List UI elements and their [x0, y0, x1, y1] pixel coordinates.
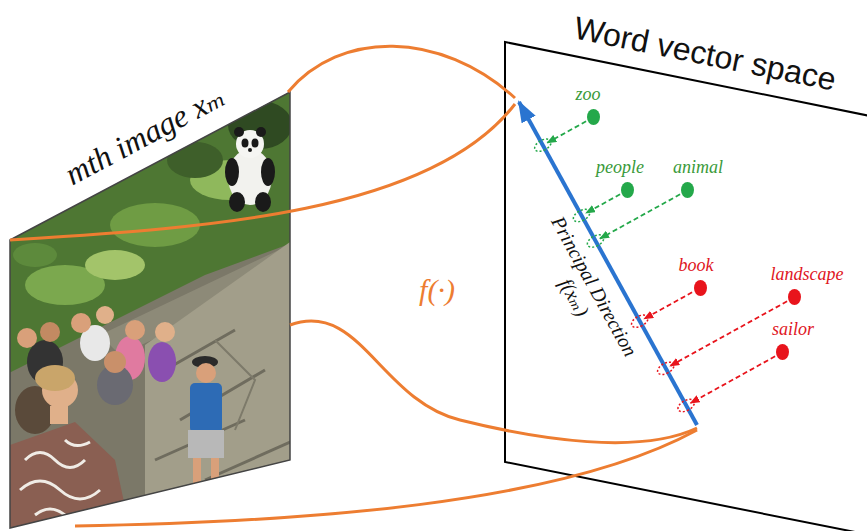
panda-part: [255, 192, 271, 212]
mapping-curves-part: [288, 46, 515, 98]
word-point: landscape: [771, 264, 844, 285]
projection-marks-part: [630, 312, 651, 329]
projection-arrows-part: [600, 194, 680, 238]
boy-part: [211, 458, 219, 488]
panda-part: [252, 139, 259, 148]
photo-scene-part: [5, 40, 300, 530]
greenery-part: [13, 243, 57, 267]
projection-marks-part: [571, 207, 592, 224]
rocks-part: [145, 235, 300, 515]
word-point: sailor: [772, 319, 814, 340]
projection-arrows-part: [586, 194, 620, 213]
projection-arrows-part: [547, 121, 586, 143]
woman-part: [35, 365, 75, 391]
word-label: sailor: [772, 319, 814, 340]
photo-frame: [10, 92, 290, 528]
image-panel: mth image xₘ: [5, 40, 300, 530]
word-dot: [694, 280, 707, 296]
crowd-part: [104, 351, 126, 373]
word-label: book: [679, 255, 714, 276]
crowd-part: [71, 313, 91, 333]
word-point: zoo: [575, 84, 600, 105]
panda-part: [234, 127, 244, 137]
panda-part: [248, 148, 252, 152]
greenery-part: [85, 250, 145, 280]
woman: [10, 365, 130, 530]
word-label: landscape: [771, 264, 844, 285]
word-point: book: [679, 255, 714, 276]
word-point: animal: [673, 157, 723, 178]
word-label: people: [596, 157, 644, 178]
boy-part: [190, 383, 222, 433]
boy-part: [196, 363, 216, 383]
panda-part: [256, 127, 266, 137]
projection-arrows-part: [670, 301, 787, 366]
crowd: [15, 306, 176, 434]
panda-part: [225, 158, 239, 186]
greenery-part: [167, 142, 223, 178]
principal-direction-arrow: [519, 102, 697, 425]
panda-part: [261, 158, 275, 186]
projection-marks-part: [585, 232, 606, 249]
panda-part: [229, 192, 245, 212]
boy-part: [188, 430, 224, 458]
crowd-part: [96, 306, 114, 324]
plane-outline: [505, 42, 867, 531]
word-point: people: [596, 157, 644, 178]
projection-marks-part: [656, 360, 677, 377]
function-label: f(·): [419, 273, 455, 308]
mapping-curves-part: [10, 104, 515, 240]
projection-arrows-part: [691, 356, 776, 403]
word-label: zoo: [575, 84, 600, 105]
panda-part: [242, 139, 249, 148]
word-label: animal: [673, 157, 723, 178]
projection-marks-part: [533, 136, 554, 153]
woman-part: [50, 406, 68, 424]
rocks-part: [155, 330, 295, 480]
mapping-curves-part: [75, 430, 697, 526]
crowd-part: [125, 320, 145, 340]
boy: [188, 356, 224, 488]
photo-scene: [5, 40, 300, 530]
greenery-part: [110, 203, 200, 247]
projection-arrows-part: [644, 292, 692, 319]
crowd-part: [148, 342, 176, 382]
panda: [225, 127, 275, 212]
mapping-curves: [10, 46, 697, 526]
crowd-part: [155, 322, 175, 342]
projection-marks-part: [676, 397, 697, 414]
crowd-part: [17, 328, 37, 348]
crowd-part: [40, 322, 60, 342]
